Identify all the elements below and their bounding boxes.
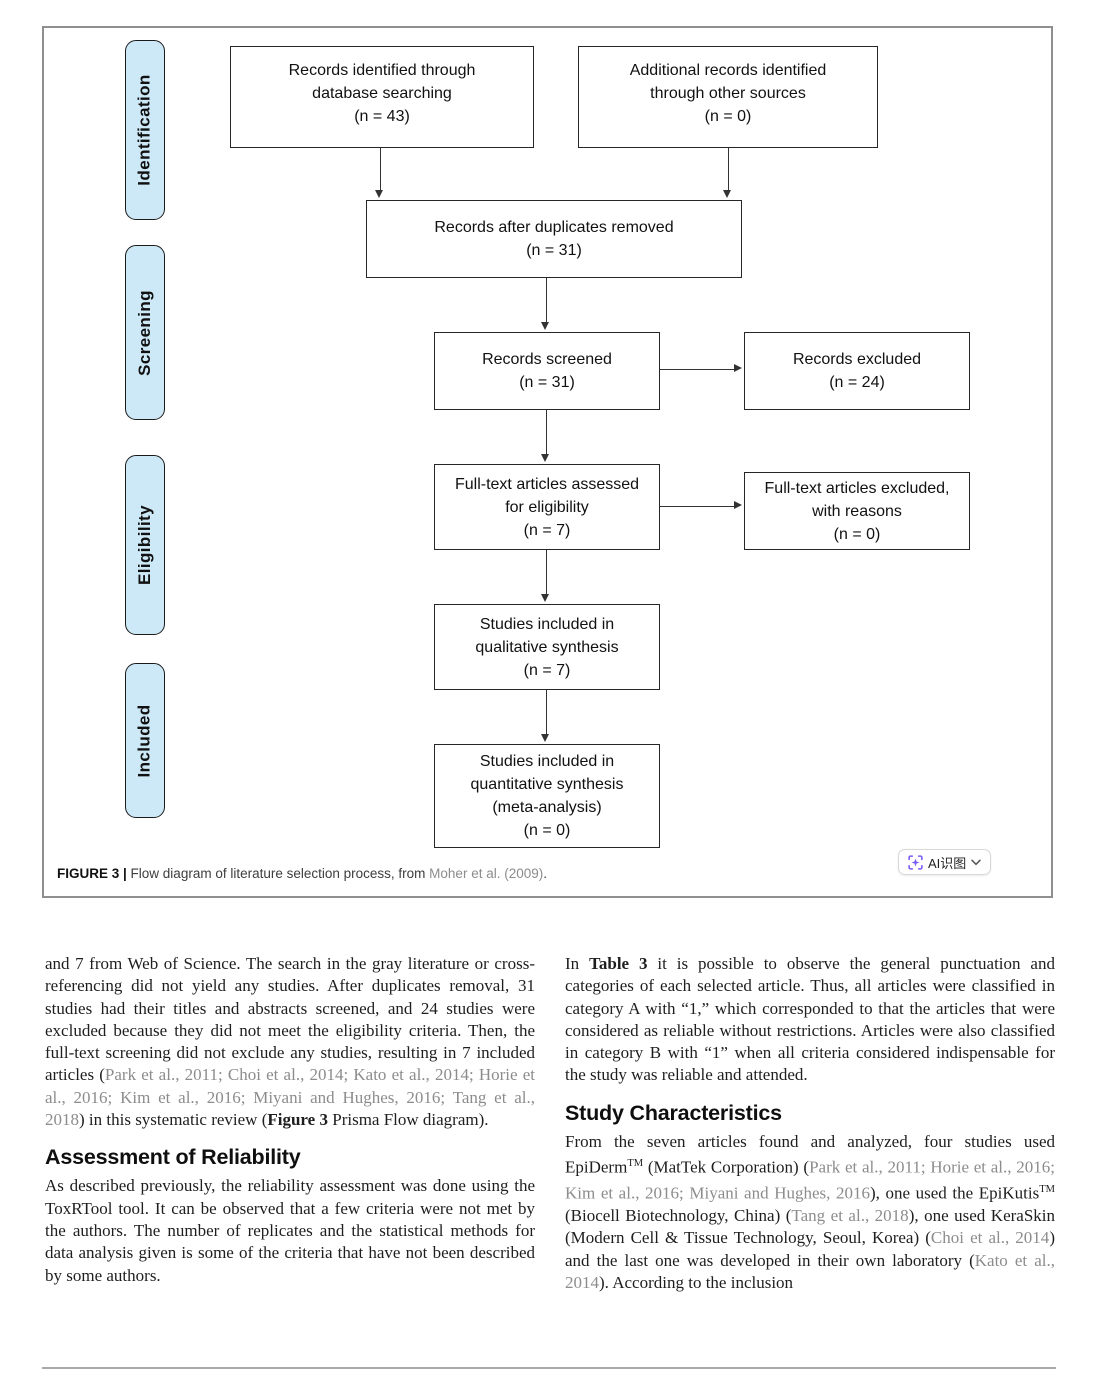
arrow-additional-to-duplicates xyxy=(723,148,732,198)
stage-label-eligibility: Eligibility xyxy=(125,455,165,635)
arrow-fulltext-to-qualitative xyxy=(541,550,550,602)
ai-button-label: AI识图 xyxy=(928,855,967,871)
flow-box-duplicates-removed: Records after duplicates removed(n = 31) xyxy=(366,200,742,278)
article-column-left: and 7 from Web of Science. The search in… xyxy=(45,953,535,1287)
flow-box-records-screened: Records screened(n = 31) xyxy=(434,332,660,410)
chevron-down-icon xyxy=(971,859,982,866)
stage-label-text: Screening xyxy=(135,289,155,376)
paragraph: From the seven articles found and analyz… xyxy=(565,1131,1055,1292)
arrow-fulltext-to-excluded xyxy=(660,501,742,510)
ai-image-recognition-button[interactable]: AI识图 xyxy=(898,849,992,875)
stage-label-screening: Screening xyxy=(125,245,165,420)
arrow-duplicates-to-screened xyxy=(541,278,550,330)
figure-caption: FIGURE 3 | Flow diagram of literature se… xyxy=(57,866,547,881)
arrow-qualitative-to-quantitative xyxy=(541,690,550,742)
section-heading-study-characteristics: Study Characteristics xyxy=(565,1100,782,1125)
figure-3-panel: Identification Screening Eligibility Inc… xyxy=(42,26,1053,898)
stage-label-included: Included xyxy=(125,663,165,818)
section-heading-assessment-of-reliability: Assessment of Reliability xyxy=(45,1145,301,1170)
stage-label-text: Included xyxy=(135,703,154,778)
paragraph: and 7 from Web of Science. The search in… xyxy=(45,954,535,1130)
stage-label-text: Eligibility xyxy=(135,505,154,585)
stage-label-text: Identification xyxy=(135,74,155,186)
ai-scan-sparkle-icon xyxy=(908,854,923,870)
stage-label-identification: Identification xyxy=(125,40,165,220)
arrow-screened-to-excluded xyxy=(660,364,742,373)
arrow-screened-to-fulltext xyxy=(541,410,550,462)
arrow-identified-to-duplicates xyxy=(375,148,384,198)
flow-box-fulltext-excluded: Full-text articles excluded,with reasons… xyxy=(744,472,970,550)
paragraph: In Table 3 it is possible to observe the… xyxy=(565,954,1055,1085)
paragraph: As described previously, the reliability… xyxy=(45,1176,535,1285)
article-column-right: In Table 3 it is possible to observe the… xyxy=(565,953,1055,1294)
flow-box-records-excluded: Records excluded(n = 24) xyxy=(744,332,970,410)
page-bottom-divider xyxy=(42,1367,1056,1369)
